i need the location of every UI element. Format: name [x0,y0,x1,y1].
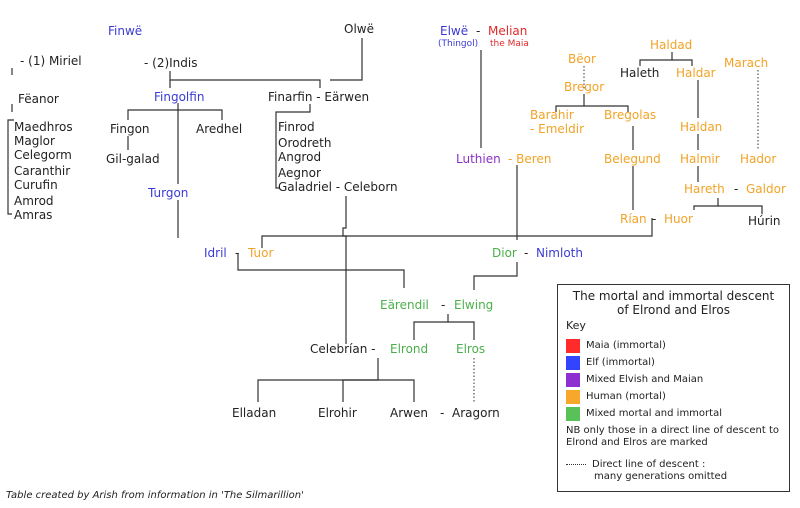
elladan: Elladan [232,406,277,420]
hareth: Hareth [684,182,725,196]
beren: - Beren [508,152,552,166]
marach: Marach [724,56,769,70]
human-swatch [566,390,580,404]
idril-tuor-dash: - [235,246,240,260]
haldan: Haldan [680,120,723,134]
fingon: Fingon [110,122,150,136]
key-item-human-text: Human (mortal) [586,391,666,402]
finarfin-earwen: Finarfin - Eärwen [268,90,370,104]
amras: Amras [14,208,53,222]
hareth-galdor-dash: - [734,182,739,196]
dior-nimloth-dash: - [524,246,529,260]
key-item-elf: Elf (immortal) [566,356,655,370]
earendil-elwing-dash: - [441,298,446,312]
key-note: NB only those in a direct line of descen… [566,425,780,448]
aragorn: Aragorn [452,406,500,420]
key-item-maia-text: Maia (immortal) [586,340,666,351]
galdor: Galdor [746,182,786,196]
bregor: Bregor [564,80,605,94]
key-box: The mortal and immortal descent of Elron… [557,284,790,492]
key-item-elf-text: Elf (immortal) [586,357,655,368]
key-dotted-line-legend: Direct line of descent : many generation… [566,459,786,483]
indis-label: - (2)Indis [144,56,198,70]
elwing: Elwing [454,298,494,312]
angrod: Angrod [278,150,322,164]
maglor: Maglor [14,134,55,148]
bregolas: Bregolas [604,108,657,122]
maia-swatch [566,339,580,353]
elros: Elros [456,342,486,356]
melian: Melian [488,24,528,38]
elf-swatch [566,356,580,370]
rian-huor-dash: - [652,212,657,226]
thingol: (Thingol) [438,39,479,49]
elrond: Elrond [390,342,429,356]
earendil: Eärendil [380,298,429,312]
elvish-maian-swatch [566,373,580,387]
the-maia: the Maia [490,39,529,49]
key-label: Key [566,319,586,332]
elwe-melian-dash: - [476,24,481,38]
key-item-maia: Maia (immortal) [566,339,666,353]
key-item-human: Human (mortal) [566,390,666,404]
key-item-mixed: Mixed mortal and immortal [566,407,722,421]
haleth: Haleth [620,66,660,80]
turgon: Turgon [148,186,189,200]
caranthir: Caranthir [14,164,71,178]
miriel: - (1) Miriel [20,54,82,68]
hador: Hador [740,152,777,166]
beor: Bëor [568,52,596,66]
galadriel-celeborn: Galadriel - Celeborn [278,180,398,194]
halmir: Halmir [680,152,720,166]
key-title-line1: The mortal and immortal descent [572,289,775,303]
haldar: Haldar [676,66,716,80]
maedhros: Maedhros [14,120,73,134]
dotted-line-sample [566,463,586,465]
dotted-line-text2: many generations omitted [594,471,728,482]
orodreth: Orodreth [278,136,332,150]
elrohir: Elrohir [318,406,357,420]
luthien: Luthien [456,152,501,166]
key-title-line2: of Elrond and Elros [617,303,730,317]
amrod: Amrod [14,194,54,208]
hurin: Húrin [748,214,781,228]
barahir: Barahir [530,108,574,122]
elwe: Elwë [440,24,469,38]
olwe: Olwë [344,22,374,36]
arwen: Arwen [390,406,428,420]
key-item-mixed-text: Mixed mortal and immortal [586,408,722,419]
key-item-elvish-maian: Mixed Elvish and Maian [566,373,703,387]
dotted-line-text: Direct line of descent : [592,459,706,470]
celebrian: Celebrían - [310,342,376,356]
key-item-elvish-maian-text: Mixed Elvish and Maian [586,374,704,385]
credit-text: Table created by Arish from information … [6,490,304,501]
fingolfin: Fingolfin [154,90,205,104]
indis: - (2)Indis [144,56,198,70]
curufin: Curufin [14,178,58,192]
dior: Dior [492,246,517,260]
arwen-aragorn-dash: - [440,406,445,420]
gil-galad: Gil-galad [106,152,160,166]
emeldir: - Emeldir [530,122,585,136]
idril: Idril [204,246,227,260]
nimloth: Nimloth [536,246,583,260]
finwe: Finwë [108,24,143,38]
celegorm: Celegorm [14,148,72,162]
huor: Huor [664,212,693,226]
finrod: Finrod [278,120,315,134]
aredhel: Aredhel [196,122,243,136]
mixed-swatch [566,407,580,421]
feanor: Fëanor [18,92,59,106]
belegund: Belegund [604,152,661,166]
aegnor: Aegnor [278,166,321,180]
tuor: Tuor [248,246,274,260]
rian: Rían [620,212,647,226]
haldad: Haldad [650,38,693,52]
